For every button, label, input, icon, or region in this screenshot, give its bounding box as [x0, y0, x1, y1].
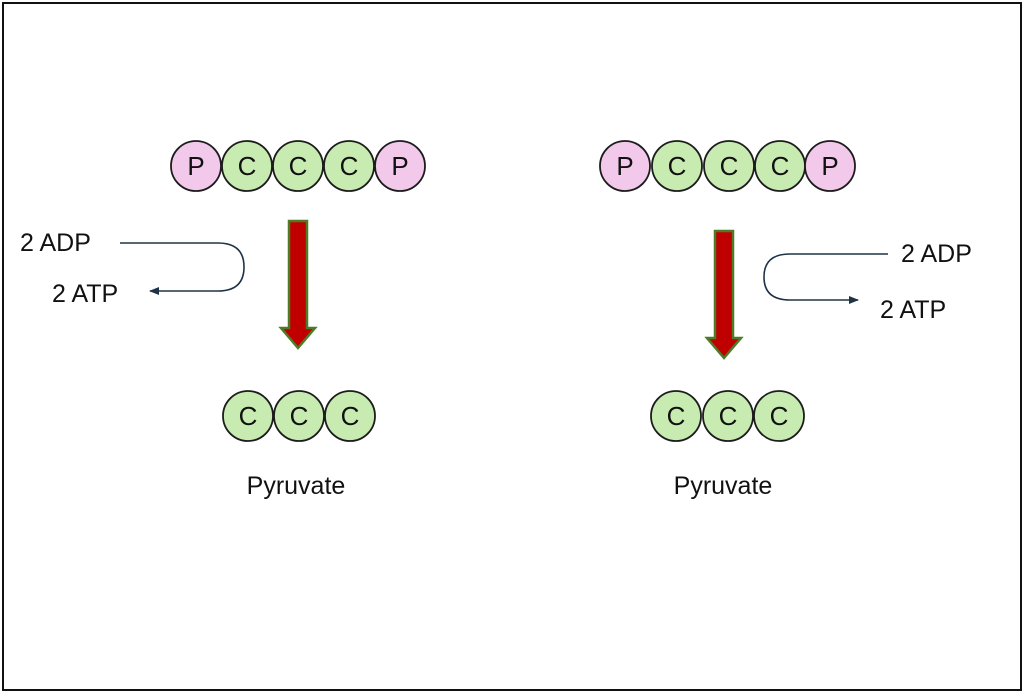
left-substrate-atom-5: P [374, 140, 426, 192]
left-product-atom-3: C [324, 390, 376, 442]
right-product-atom-2-label: C [719, 401, 738, 431]
right-substrate-atom-2-label: C [668, 151, 687, 181]
right-output-label: 2 ATP [880, 296, 946, 324]
left-product-atom-1: C [222, 390, 274, 442]
right-product-label: Pyruvate [674, 472, 773, 500]
right-product-atom-1-label: C [667, 401, 686, 431]
left-substrate-atom-2: C [221, 140, 273, 192]
left-product-atom-2: C [273, 390, 325, 442]
right-panel: P C C C P 2 ADP 2 ATP [599, 140, 972, 500]
right-substrate-molecule: P C C C P [599, 140, 856, 192]
right-product-atom-3-label: C [770, 401, 789, 431]
left-substrate-atom-3: C [272, 140, 324, 192]
right-substrate-atom-1-label: P [616, 151, 633, 181]
left-product-atom-2-label: C [290, 401, 309, 431]
left-substrate-atom-4: C [323, 140, 375, 192]
left-substrate-atom-3-label: C [289, 151, 308, 181]
right-product-atom-3: C [753, 390, 805, 442]
left-substrate-atom-1: P [170, 140, 222, 192]
right-substrate-atom-5-label: P [821, 151, 838, 181]
right-product-atom-2: C [702, 390, 754, 442]
right-reaction-arrow [704, 229, 744, 360]
right-substrate-atom-2: C [651, 140, 703, 192]
left-product-molecule: C C C [222, 390, 376, 442]
left-output-label: 2 ATP [52, 280, 118, 308]
left-substrate-atom-2-label: C [238, 151, 257, 181]
left-reaction-arrow [278, 219, 318, 350]
left-product-atom-1-label: C [239, 401, 258, 431]
left-substrate-atom-5-label: P [391, 151, 408, 181]
left-product-atom-3-label: C [341, 401, 360, 431]
right-input-label: 2 ADP [901, 240, 972, 268]
right-substrate-atom-1: P [599, 140, 651, 192]
left-input-label: 2 ADP [20, 229, 91, 257]
left-adp-atp-connector [120, 242, 245, 295]
right-substrate-atom-5: P [804, 140, 856, 192]
right-adp-atp-connector [763, 253, 888, 304]
right-substrate-atom-4-label: C [771, 151, 790, 181]
right-product-molecule: C C C [650, 390, 805, 442]
left-substrate-molecule: P C C C P [170, 140, 426, 192]
right-substrate-atom-3-label: C [720, 151, 739, 181]
right-substrate-atom-4: C [754, 140, 806, 192]
left-product-label: Pyruvate [247, 472, 346, 500]
left-substrate-atom-4-label: C [340, 151, 359, 181]
right-substrate-atom-3: C [703, 140, 755, 192]
left-substrate-atom-1-label: P [187, 151, 204, 181]
right-product-atom-1: C [650, 390, 702, 442]
left-panel: P C C C P 2 ADP 2 ATP [20, 140, 426, 500]
